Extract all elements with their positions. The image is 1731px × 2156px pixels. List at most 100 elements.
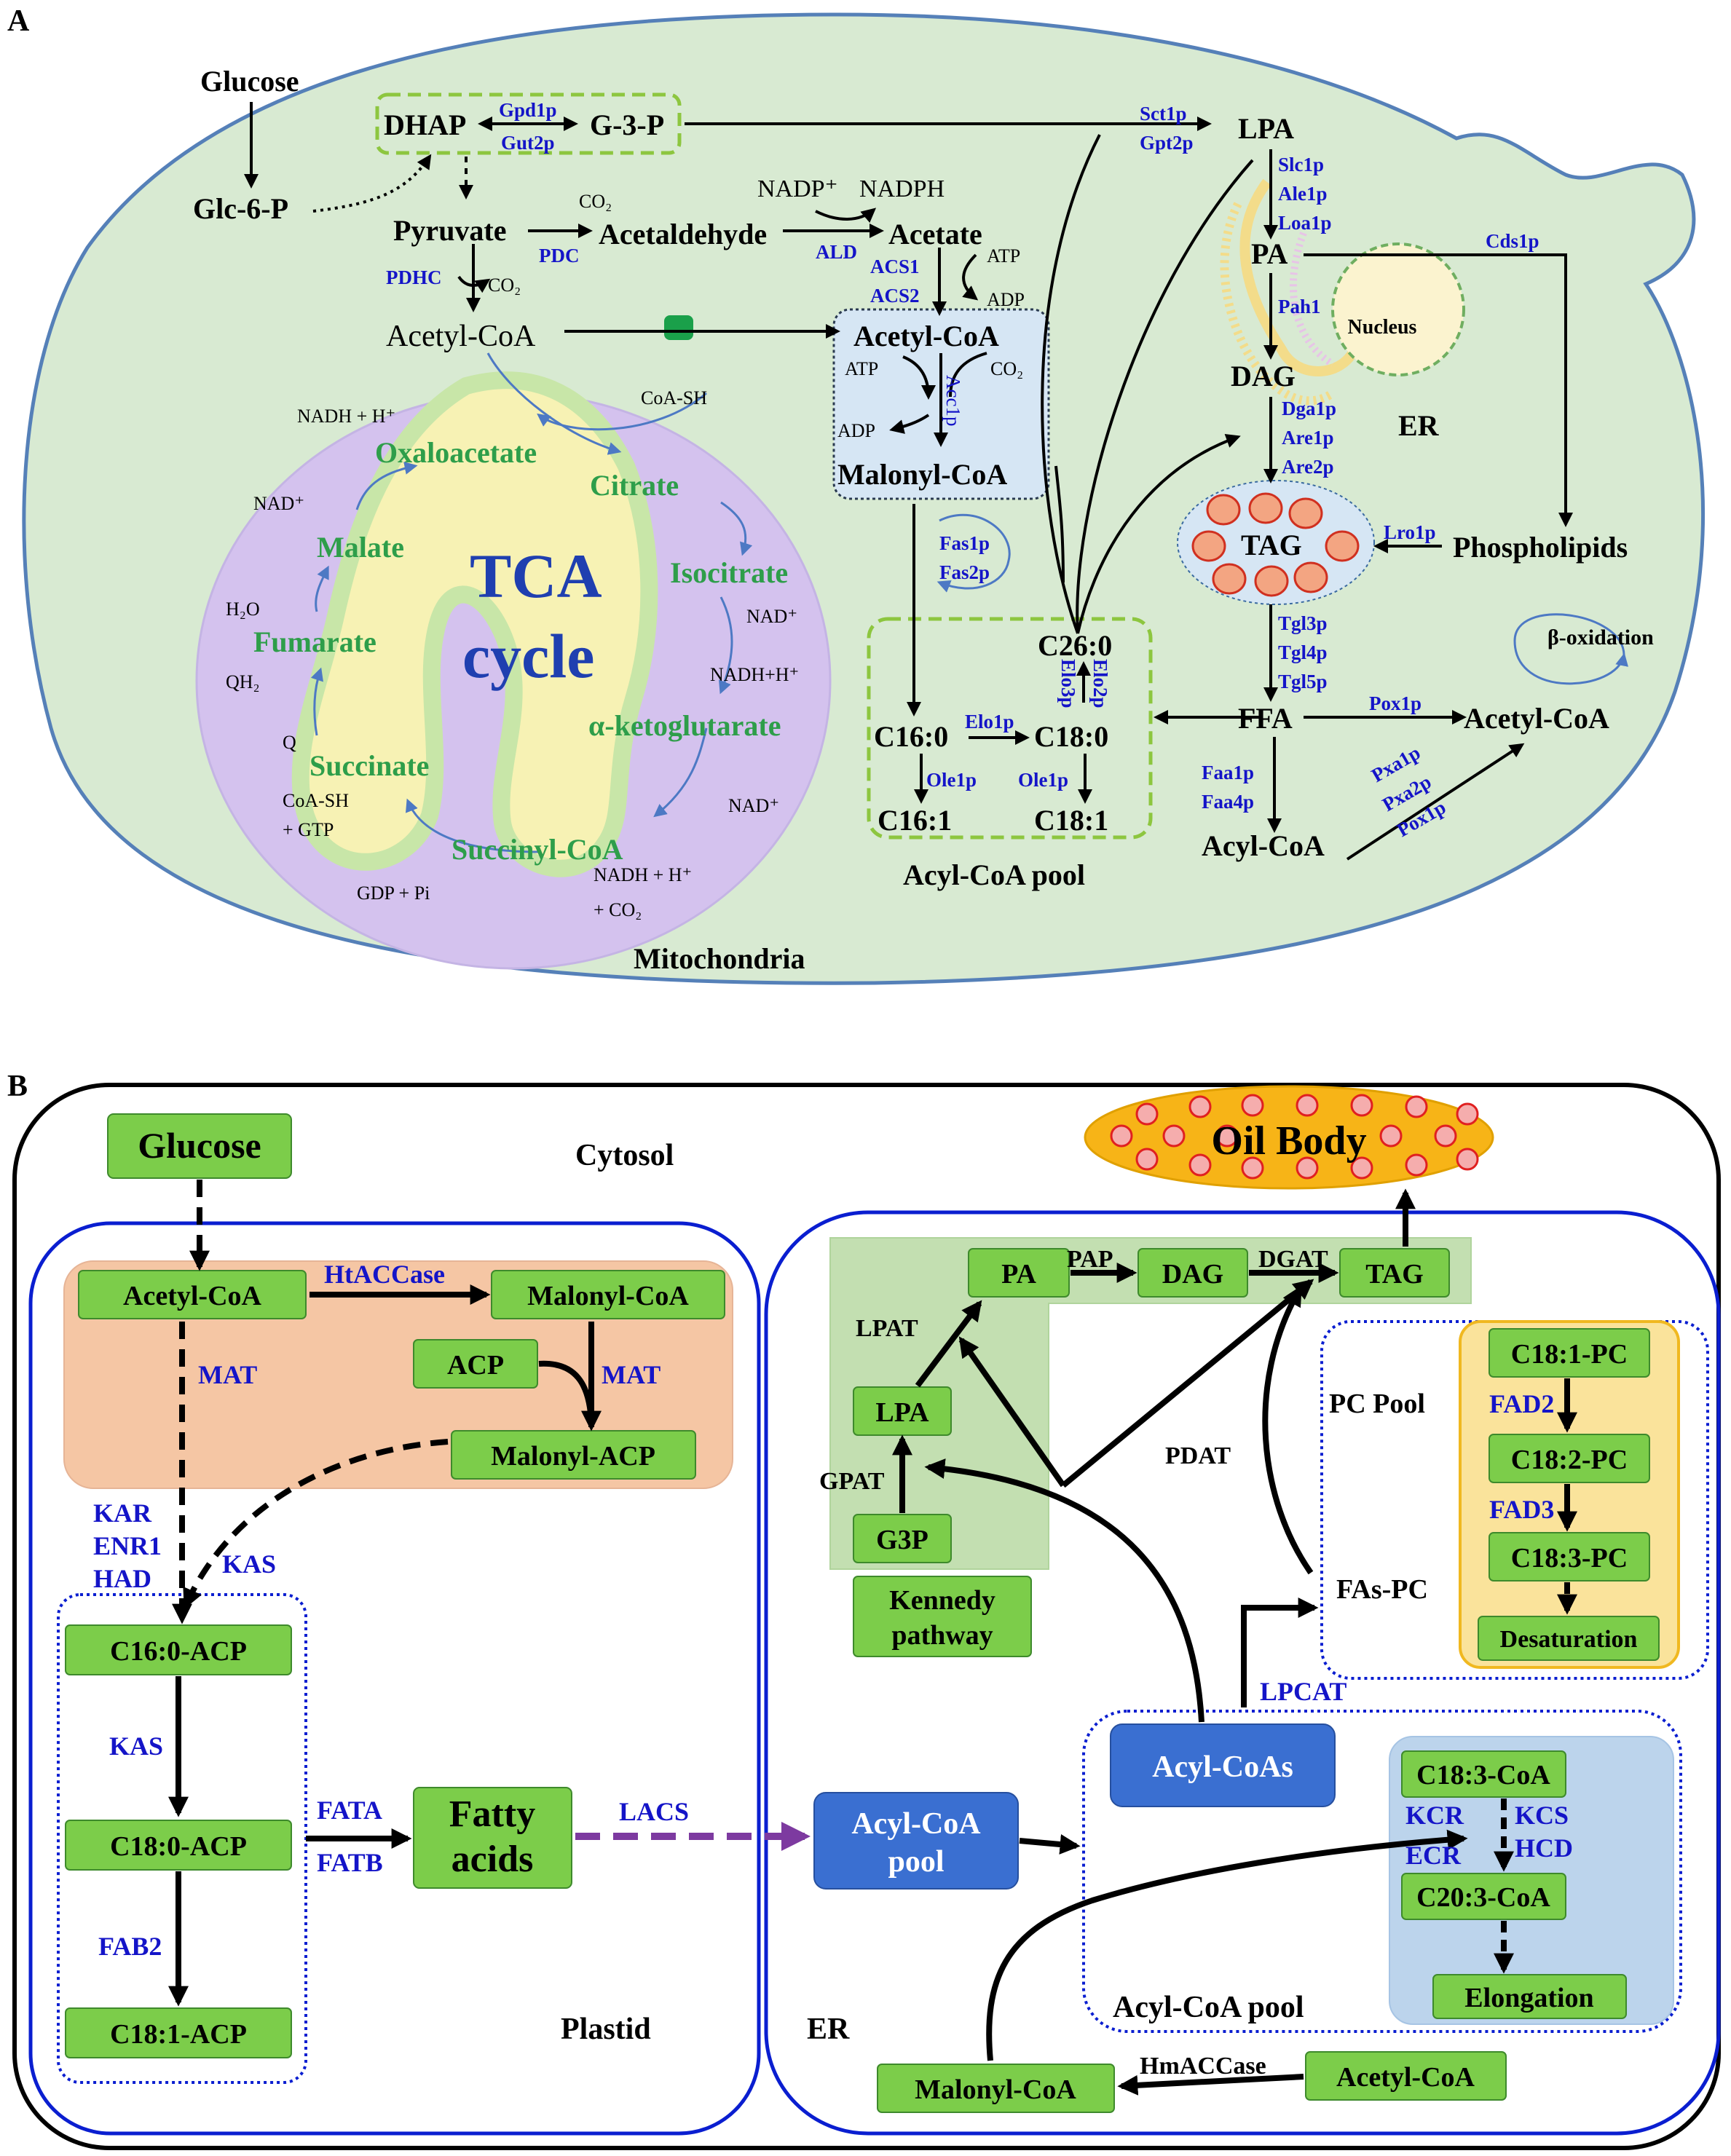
enzyme-kcr: KCR: [1405, 1801, 1464, 1830]
tag-label: TAG: [1365, 1259, 1424, 1290]
tca-nad-1: NAD⁺: [253, 493, 304, 514]
tca-h2o: H₂O: [226, 599, 260, 620]
acetyl-coa-er-box: [1305, 2051, 1507, 2101]
transporter-icon: [664, 315, 693, 340]
acyl-coa-pool-box: [813, 1792, 1019, 1890]
c18-2-pc-label: C18:2-PC: [1511, 1445, 1628, 1475]
enzyme-htaccase: HtACCase: [324, 1260, 445, 1289]
tag-box: [1339, 1248, 1450, 1298]
tca-succinate: Succinate: [309, 749, 429, 782]
acp-box: [413, 1339, 538, 1389]
tca-malate: Malate: [317, 531, 404, 564]
nadph: NADPH: [859, 175, 945, 202]
glucose-box: [107, 1113, 292, 1179]
enzyme-elo1p: Elo1p: [965, 711, 1014, 733]
tca-gdp-pi: GDP + Pi: [357, 882, 430, 904]
enzyme-kas-2: KAS: [109, 1731, 163, 1761]
g-3-p: G-3-P: [590, 108, 664, 141]
c18-1-acp-label: C18:1-ACP: [110, 2019, 247, 2050]
acyl-coas-box: [1110, 1723, 1336, 1807]
pa-label: PA: [1001, 1259, 1036, 1290]
oil-body-droplets: [1110, 1094, 1479, 1180]
c16-0-acp-box: [65, 1624, 292, 1675]
c18-3-pc-box: [1488, 1532, 1650, 1582]
enzyme-cds1p: Cds1p: [1486, 230, 1539, 252]
beta-oxidation-cycle: [1513, 613, 1628, 685]
acyl-coa-pool-label-1: Acyl-CoA: [851, 1807, 981, 1841]
enzyme-tgl3p: Tgl3p: [1278, 612, 1328, 634]
c18-0-acp-box: [65, 1820, 292, 1871]
dag-box: [1137, 1248, 1248, 1298]
dhap-g3p-box: [375, 92, 682, 155]
tca-coa-gtp-2: + GTP: [283, 819, 334, 840]
acyl-coa: Acyl-CoA: [1202, 829, 1325, 862]
er-label-a: ER: [1398, 409, 1440, 442]
lpa: LPA: [1238, 112, 1294, 145]
enzyme-fad2: FAD2: [1489, 1389, 1554, 1418]
enzyme-acs2: ACS2: [870, 285, 920, 307]
enzyme-loa1p: Loa1p: [1278, 212, 1332, 234]
acyl-coa-pool-label-2: pool: [888, 1845, 944, 1879]
tca-succinyl-coa: Succinyl-CoA: [452, 833, 623, 866]
plastid-frame: [28, 1221, 761, 2136]
tca-nad-2: NAD⁺: [746, 606, 797, 627]
acetyl-coa-mito: Acetyl-CoA: [386, 320, 536, 353]
c16-1: C16:1: [878, 804, 952, 837]
panel-a-label: A: [7, 4, 30, 38]
enzyme-gpd1p: Gpd1p: [499, 99, 557, 121]
enzyme-ole1p-a: Ole1p: [926, 769, 977, 791]
c18-1-pc-label: C18:1-PC: [1511, 1339, 1628, 1370]
panel-b-label: B: [7, 1070, 28, 1103]
tca-title: TCA: [470, 541, 602, 611]
glc-6-p: Glc-6-P: [193, 192, 288, 225]
acetaldehyde: Acetaldehyde: [599, 218, 767, 250]
nucleus: [1331, 242, 1465, 376]
er-membrane-2: [1220, 202, 1336, 406]
mitochondria-label: Mitochondria: [634, 942, 805, 975]
dag: DAG: [1231, 360, 1296, 392]
phospholipids: Phospholipids: [1453, 531, 1628, 564]
enzyme-pdhc: PDHC: [386, 266, 442, 288]
enzyme-ole1p-b: Ole1p: [1018, 769, 1068, 791]
enzyme-fas1p: Fas1p: [939, 532, 990, 554]
acetyl-coa-label: Acetyl-CoA: [123, 1281, 261, 1311]
pyruvate: Pyruvate: [393, 214, 507, 247]
kennedy-label-2: pathway: [891, 1620, 993, 1651]
malonyl-coa-er-label: Malonyl-CoA: [915, 2074, 1076, 2105]
desaturation-box: [1478, 1616, 1660, 1661]
malonyl-acp-label: Malonyl-ACP: [491, 1441, 655, 1472]
acetyl-coa-er-label: Acetyl-CoA: [1336, 2062, 1475, 2093]
enzyme-pox1p-a: Pox1p: [1369, 692, 1422, 714]
atp-2: ATP: [845, 358, 878, 379]
tca-q: Q: [283, 732, 296, 753]
tca-subtitle: cycle: [462, 621, 594, 691]
tca-nadh-co2-1: NADH + H⁺: [594, 864, 692, 885]
acyl-coa-pool-frame: [1082, 1710, 1682, 2033]
cristae: [291, 371, 658, 877]
lpat-label: LPAT: [856, 1315, 918, 1342]
desaturation-label: Desaturation: [1500, 1626, 1638, 1653]
enzyme-ald: ALD: [816, 241, 857, 263]
dag-label: DAG: [1162, 1259, 1223, 1290]
enzyme-mat-2: MAT: [602, 1360, 661, 1389]
atp-1: ATP: [987, 245, 1020, 266]
co2-2: CO₂: [488, 275, 521, 296]
fas-pc-label: FAs-PC: [1336, 1574, 1428, 1605]
c18-3-pc-label: C18:3-PC: [1511, 1543, 1628, 1573]
enzyme-pdc: PDC: [539, 245, 580, 266]
elongation-label: Elongation: [1464, 1983, 1593, 2013]
c20-3-coa-label: C20:3-CoA: [1416, 1882, 1550, 1913]
enzyme-kas-1: KAS: [222, 1549, 276, 1579]
elongation-box: [1432, 1974, 1627, 2019]
tca-oxaloacetate: Oxaloacetate: [375, 436, 537, 469]
enzyme-ecr: ECR: [1405, 1841, 1462, 1870]
enzyme-enr1: ENR1: [93, 1531, 162, 1560]
kennedy-region: [829, 1237, 1472, 1570]
g3p-label: G3P: [876, 1525, 928, 1555]
tag: TAG: [1241, 529, 1302, 561]
enzyme-are2p: Are2p: [1282, 456, 1334, 478]
enzyme-faa1p: Faa1p: [1202, 762, 1254, 783]
er-membrane-3: [1289, 232, 1335, 368]
er-membrane-1: [1239, 178, 1360, 376]
pap-label: PAP: [1067, 1246, 1113, 1273]
